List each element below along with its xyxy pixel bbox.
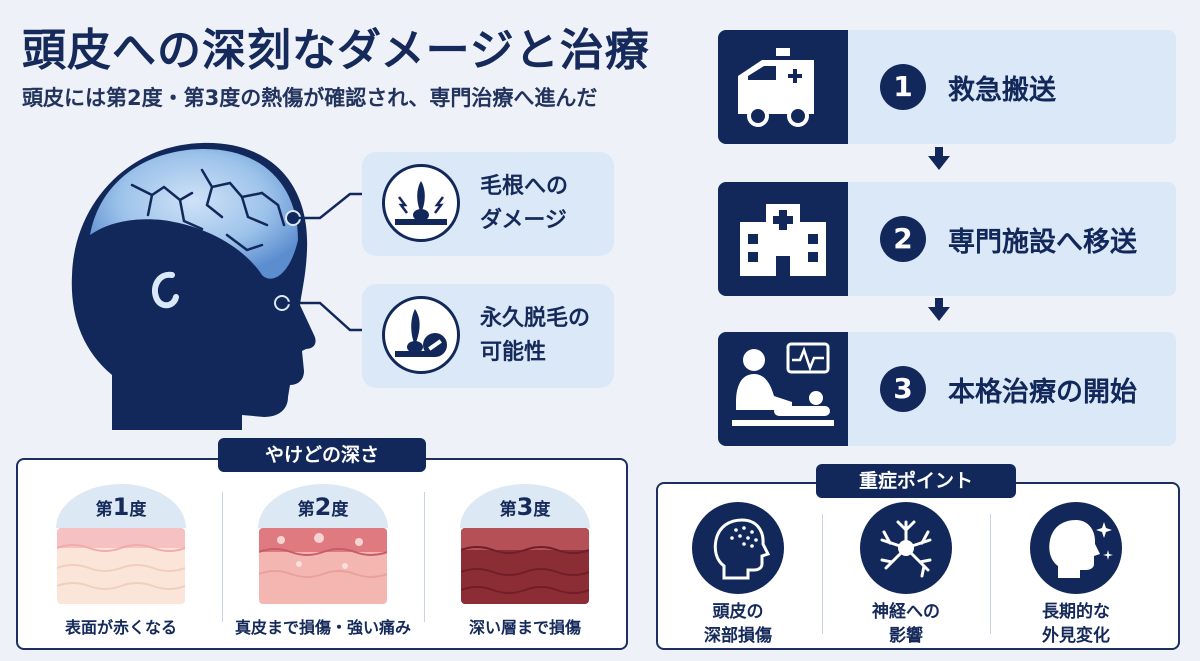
page-subtitle: 頭皮には第2度・第3度の熱傷が確認され、専門治療へ進んだ xyxy=(22,86,598,110)
severity-caption: 長期的な外見変化 xyxy=(1042,602,1110,646)
step-number: 2 xyxy=(880,216,926,262)
burn-depth-heading: やけどの深さ xyxy=(218,438,426,472)
step-number: 1 xyxy=(880,64,926,110)
head-sparkle-icon xyxy=(1030,502,1122,594)
severity-caption: 頭皮の深部損傷 xyxy=(704,602,772,646)
step-arrow xyxy=(928,298,950,321)
step-label: 救急搬送 xyxy=(948,75,1056,106)
callout-text-line2: ダメージ xyxy=(480,208,567,233)
skin-layer-degree-2 xyxy=(259,528,387,604)
hair-root-icon xyxy=(382,164,460,242)
divider xyxy=(990,514,991,634)
skin-layer-degree-3 xyxy=(461,528,589,604)
divider xyxy=(424,492,425,622)
divider xyxy=(222,492,223,622)
ambulance-icon xyxy=(738,48,814,127)
page-title: 頭皮への深刻なダメージと治療 xyxy=(22,25,650,76)
callout-text-line1: 永久脱毛の xyxy=(480,306,591,331)
callout-text-line2: 可能性 xyxy=(480,340,547,365)
degree-3-caption: 深い層まで損傷 xyxy=(468,618,581,637)
step-2: 2 専門施設へ移送 xyxy=(718,182,1176,296)
neuron-icon xyxy=(860,502,952,594)
degree-2-caption: 真皮まで損傷・強い痛み xyxy=(234,618,411,637)
callout-text-line1: 毛根への xyxy=(480,174,569,199)
hospital-icon xyxy=(740,204,826,276)
scalp-damage-icon xyxy=(692,502,784,594)
callout-connectors xyxy=(282,192,368,332)
doctor-patient-icon xyxy=(732,342,834,426)
degree-1-caption: 表面が赤くなる xyxy=(64,618,177,637)
step-arrow xyxy=(928,147,950,170)
step-number: 3 xyxy=(880,366,926,412)
step-icon-panel xyxy=(718,182,848,296)
step-label: 本格治療の開始 xyxy=(948,377,1137,408)
callout-hair-root-damage: 毛根への ダメージ xyxy=(362,152,614,256)
severity-heading: 重症ポイント xyxy=(816,464,1016,498)
skin-layer-degree-1 xyxy=(57,528,185,604)
step-icon-panel xyxy=(718,332,848,446)
divider xyxy=(822,514,823,634)
step-3: 3 本格治療の開始 xyxy=(718,332,1176,446)
step-label: 専門施設へ移送 xyxy=(948,227,1137,258)
head-profile-icon xyxy=(71,142,316,431)
step-1: 1 救急搬送 xyxy=(718,30,1176,144)
severity-caption: 神経への影響 xyxy=(872,602,940,646)
hair-loss-icon xyxy=(382,296,460,374)
callout-permanent-hair-loss: 永久脱毛の 可能性 xyxy=(362,284,614,388)
step-icon-panel xyxy=(718,30,848,144)
head-illustration xyxy=(52,125,352,445)
